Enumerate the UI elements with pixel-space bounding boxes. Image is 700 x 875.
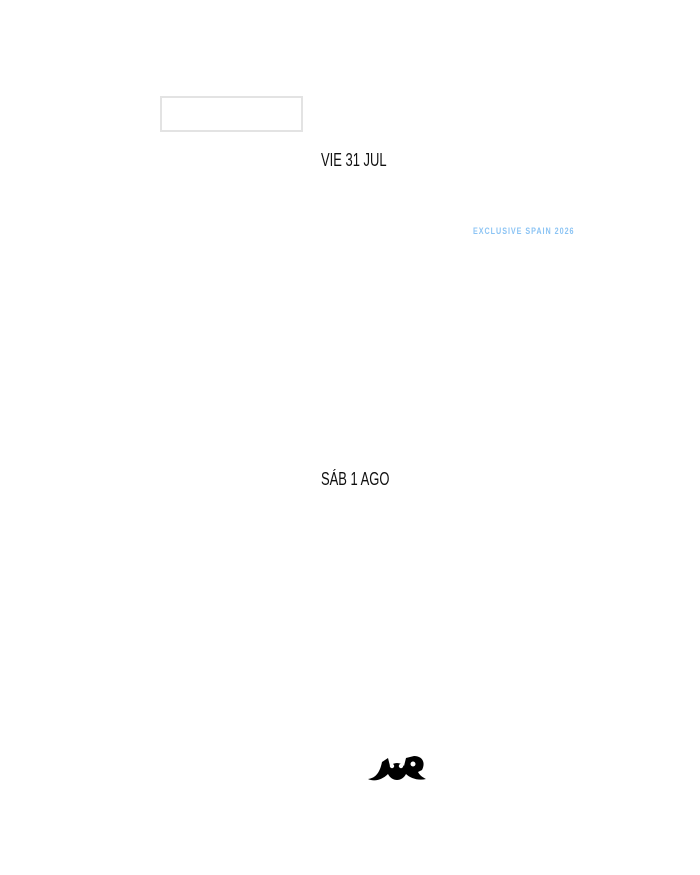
empty-image-placeholder [160, 96, 303, 132]
event-date: SÁB 1 AGO [321, 469, 390, 489]
mustache-logo-icon [366, 752, 428, 784]
event-tag: EXCLUSIVE SPAIN 2026 [473, 226, 575, 236]
event-date: VIE 31 JUL [321, 150, 387, 170]
